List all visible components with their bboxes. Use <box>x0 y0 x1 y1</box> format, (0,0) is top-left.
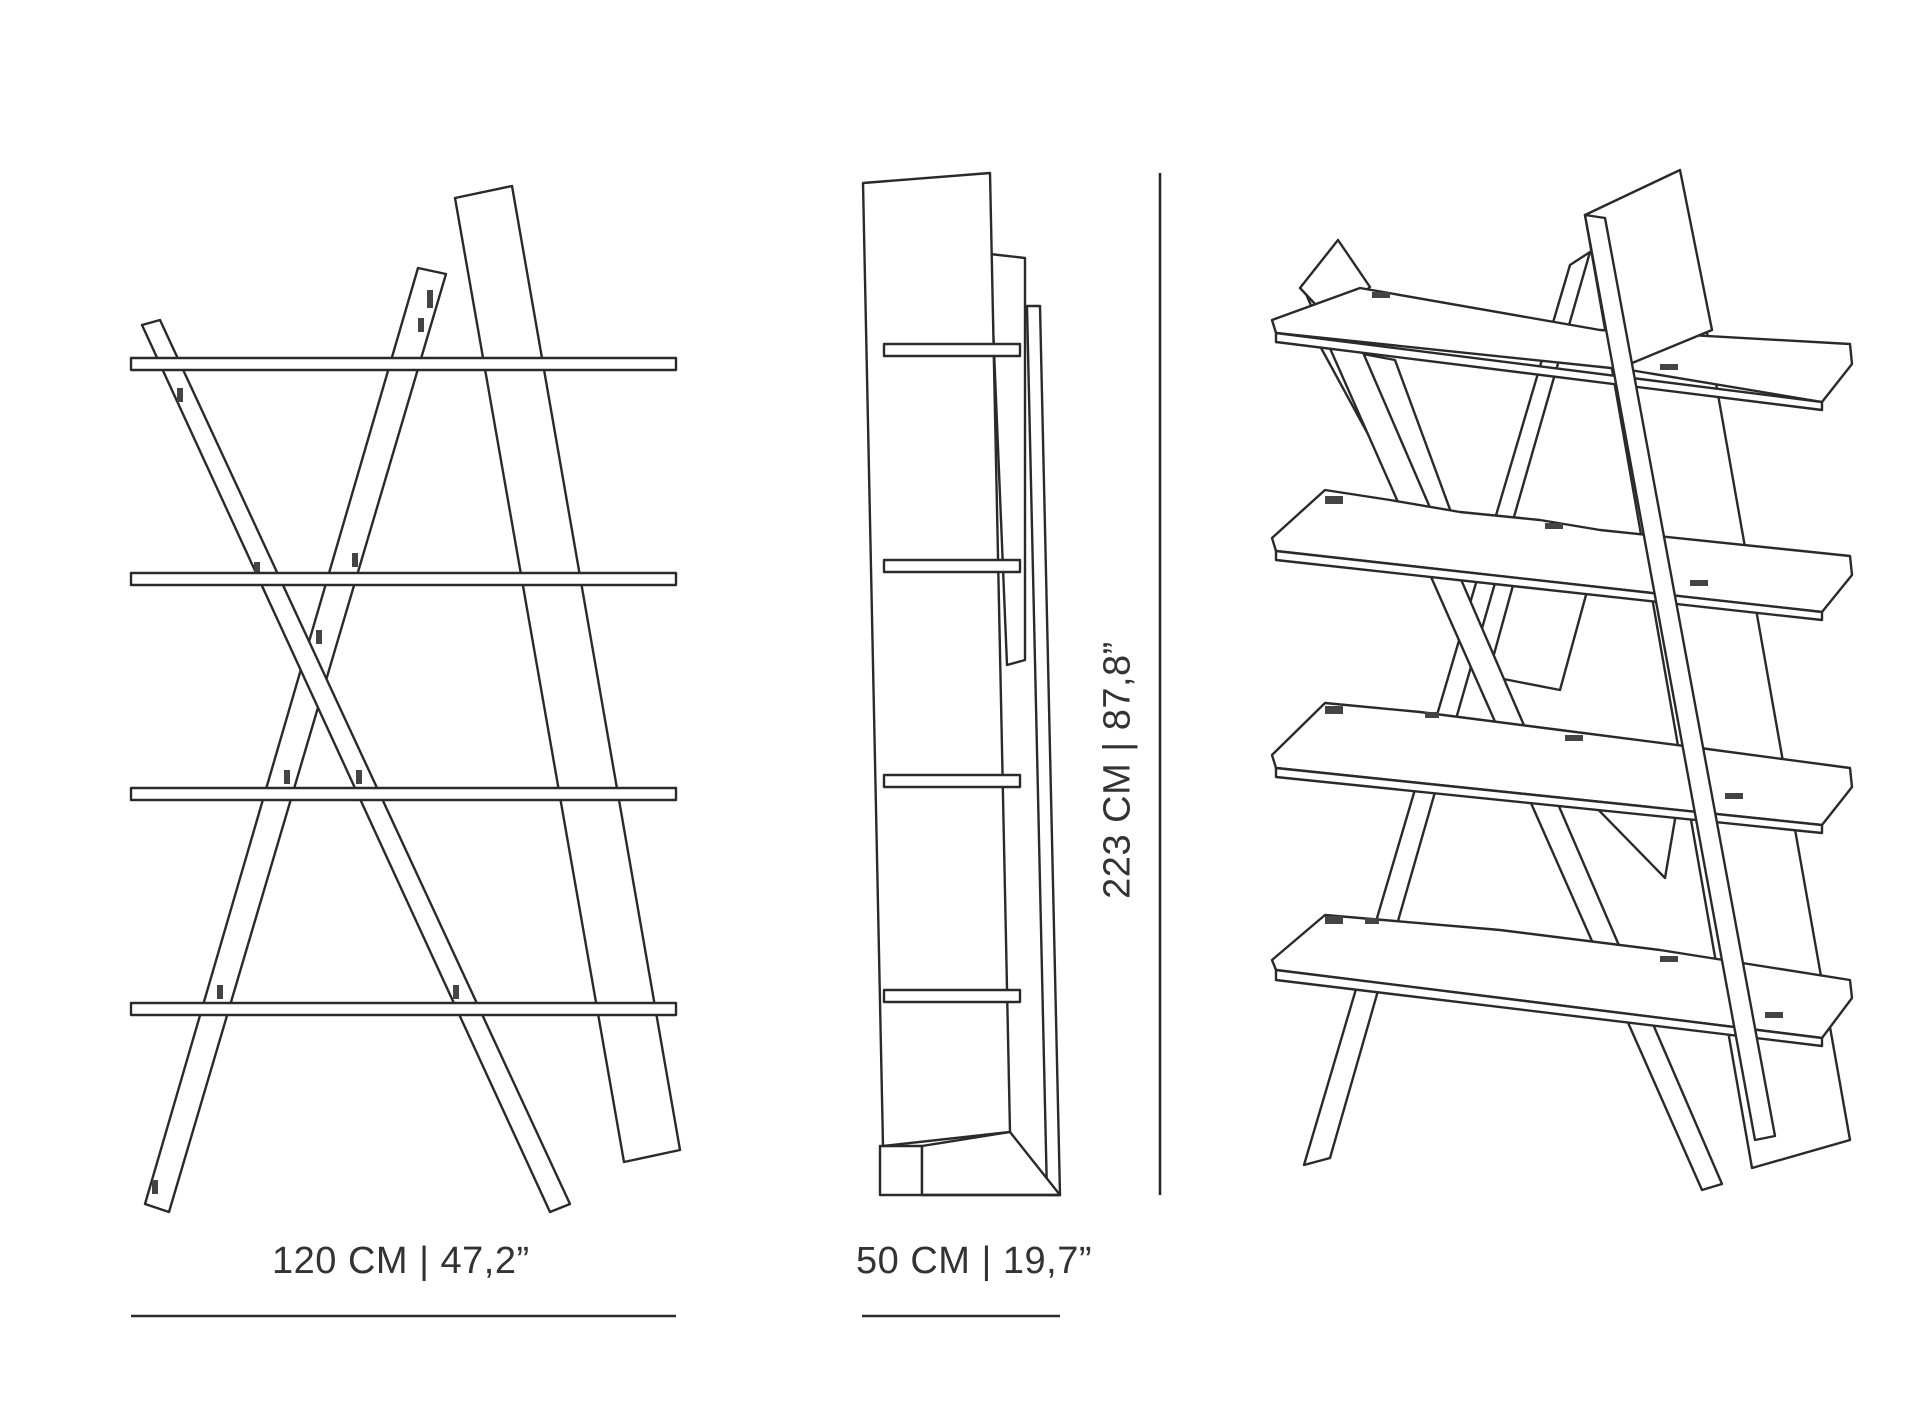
width-dimension-label: 120 CM | 47,2” <box>272 1240 530 1282</box>
front-joint-markers <box>152 290 459 1194</box>
side-shelf-3 <box>882 773 1022 789</box>
side-shelf-4 <box>882 988 1022 1004</box>
front-shelf-4 <box>129 1001 678 1017</box>
front-leg-right-to-left <box>143 266 448 1214</box>
side-foot-rear <box>920 1130 1062 1197</box>
front-back-panel <box>453 184 682 1164</box>
front-shelf-3 <box>129 786 678 802</box>
side-front-panel <box>861 171 1012 1148</box>
front-shelf-1 <box>129 356 678 372</box>
persp-shelf-1 <box>1270 286 1854 412</box>
depth-dimension-label: 50 CM | 19,7” <box>856 1240 1093 1282</box>
persp-shelf-4 <box>1270 913 1854 1048</box>
side-rear-panel <box>1025 304 1062 1197</box>
front-shelf-2 <box>129 571 678 587</box>
side-view <box>861 171 1062 1197</box>
persp-front-panel-strip <box>1583 213 1777 1142</box>
front-leg-left-to-right <box>140 318 572 1214</box>
side-shelf-2 <box>882 558 1022 574</box>
height-dimension-label: 223 CM | 87,8” <box>1096 641 1139 899</box>
side-foot-front <box>878 1144 924 1197</box>
persp-hardware-markers <box>1325 292 1783 1018</box>
perspective-view <box>1270 168 1854 1192</box>
side-shelf-1 <box>882 342 1022 358</box>
front-view <box>129 184 682 1214</box>
